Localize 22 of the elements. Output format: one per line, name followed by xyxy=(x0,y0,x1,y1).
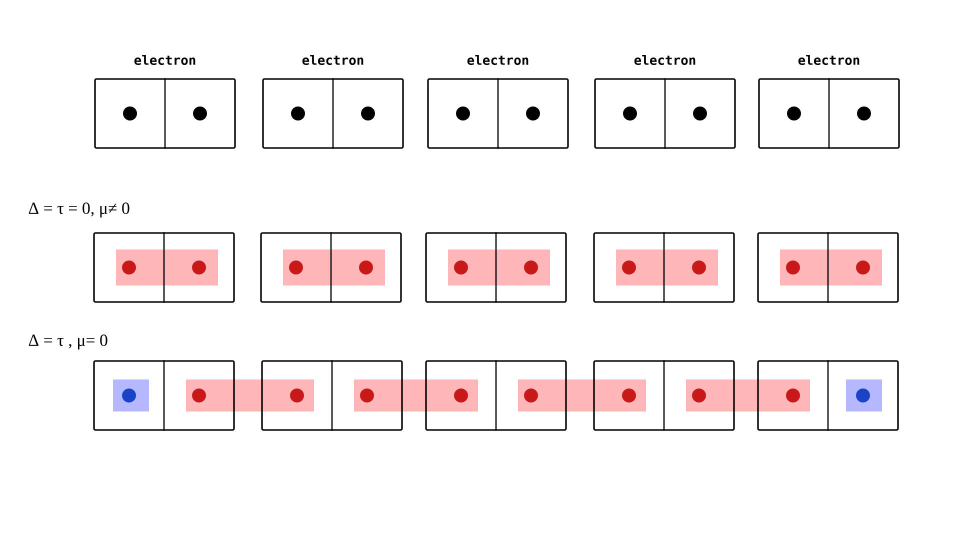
node-label: electron xyxy=(634,54,696,65)
cell-box xyxy=(593,360,735,431)
cell-box: electron xyxy=(758,54,900,149)
cell-box xyxy=(260,232,402,303)
cell-box: electron xyxy=(94,54,236,149)
cell-box xyxy=(261,360,403,431)
node-label: electron xyxy=(302,54,364,65)
cell-box xyxy=(425,360,567,431)
cell-box xyxy=(425,232,567,303)
row-label: Δ = τ , μ= 0 xyxy=(28,334,108,350)
cell-box xyxy=(757,360,899,431)
node-label: electron xyxy=(467,54,528,65)
cell-box: electron xyxy=(594,54,736,149)
cell-box xyxy=(93,232,235,303)
cell-box: electron xyxy=(262,54,404,149)
cell-box xyxy=(757,232,899,303)
cell-box xyxy=(93,360,235,431)
cell-box: electron xyxy=(427,54,569,149)
node-label: electron xyxy=(134,54,196,65)
cell-box xyxy=(593,232,735,303)
row-label: Δ = τ = 0, μ≠ 0 xyxy=(28,202,130,218)
node-label: electron xyxy=(798,54,860,65)
